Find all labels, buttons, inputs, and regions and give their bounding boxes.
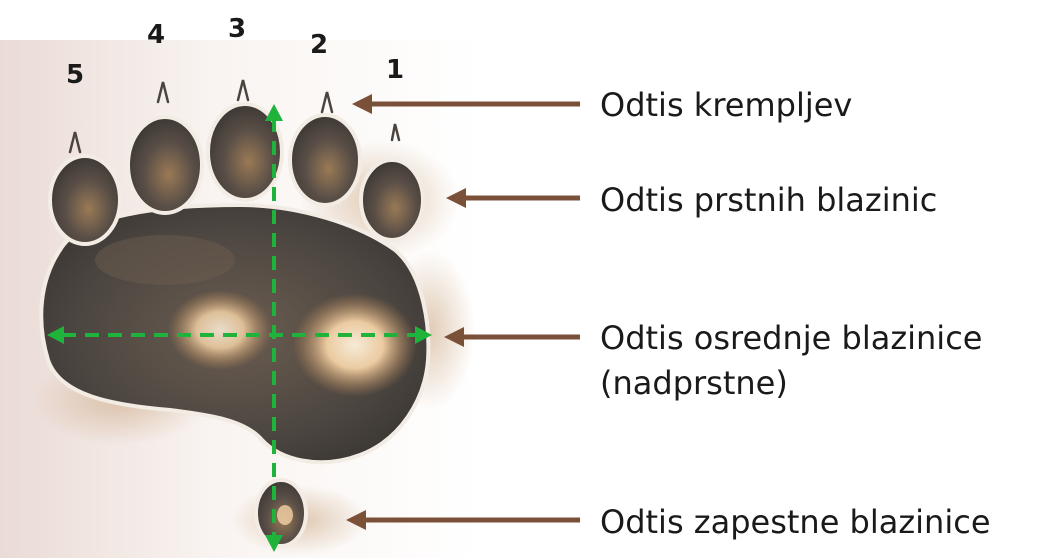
toe-pad-2 bbox=[290, 115, 360, 205]
toe-pad-1 bbox=[361, 160, 423, 240]
label-carpal-pad: Odtis zapestne blazinice bbox=[600, 503, 991, 541]
digit-number-1: 1 bbox=[386, 55, 404, 85]
label-claws: Odtis krempljev bbox=[600, 86, 852, 124]
label-digital-pads: Odtis prstnih blazinic bbox=[600, 181, 937, 219]
toe-pad-5 bbox=[50, 156, 120, 244]
label-metacarpal-pad-sub: (nadprstne) bbox=[600, 364, 788, 402]
digit-number-5: 5 bbox=[66, 60, 84, 90]
toe-pad-4 bbox=[128, 117, 202, 213]
digit-number-3: 3 bbox=[228, 14, 246, 44]
digit-number-4: 4 bbox=[147, 20, 165, 50]
label-metacarpal-pad: Odtis osrednje blazinice bbox=[600, 319, 982, 357]
digit-number-2: 2 bbox=[310, 30, 328, 60]
